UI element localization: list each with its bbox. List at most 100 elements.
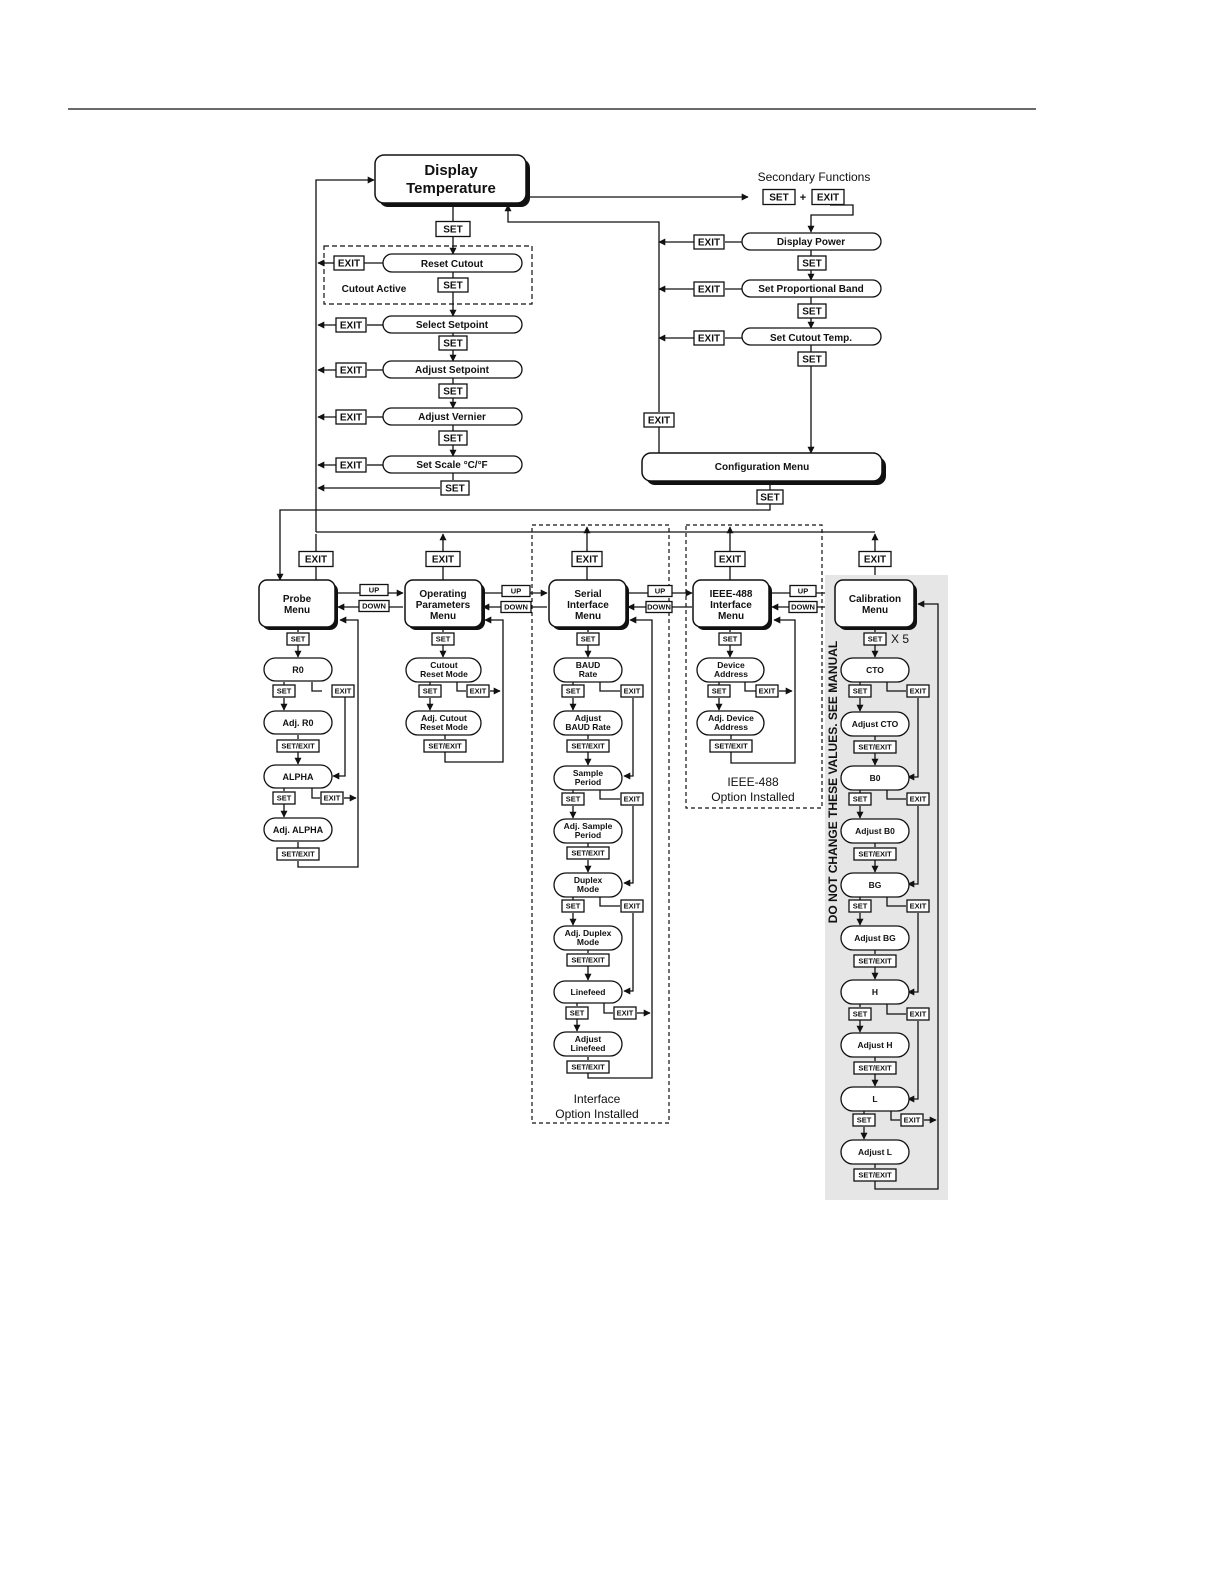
svg-text:SET: SET [570,1009,585,1018]
svg-text:BAUD Rate: BAUD Rate [565,722,611,732]
exit-key-label: EXIT [466,684,490,698]
set-key-label: SET [272,684,296,698]
svg-text:Probe: Probe [283,594,312,605]
left-chain: Reset Cutout Cutout Active Select Setpoi… [342,253,523,474]
svg-text:H: H [872,987,878,997]
svg-text:EXIT: EXIT [910,687,927,696]
svg-text:Period: Period [575,777,601,787]
set-key-label: SET [718,632,742,646]
set-key-label: SET [561,899,585,913]
svg-text:L: L [872,1094,877,1104]
svg-text:SET: SET [802,355,821,366]
exit-key-label: EXIT [620,684,644,698]
exit-key-label: EXIT [755,684,779,698]
right-chain: Secondary Functions + Display Power Set … [741,170,882,346]
svg-text:EXIT: EXIT [698,238,720,249]
svg-text:DOWN: DOWN [362,602,386,611]
svg-text:Adjust: Adjust [575,1034,602,1044]
exit-key-label: EXIT [335,457,367,473]
svg-text:Address: Address [714,722,748,732]
svg-text:Sample: Sample [573,768,604,778]
svg-text:Linefeed: Linefeed [571,1043,606,1053]
exit-key-label: EXIT [693,234,725,250]
svg-text:Adjust B0: Adjust B0 [855,826,895,836]
exit-key-label: EXIT [693,330,725,346]
svg-text:SET/EXIT: SET/EXIT [571,956,605,965]
svg-text:EXIT: EXIT [324,794,341,803]
svg-text:UP: UP [511,587,521,596]
times-five-label: X 5 [891,632,909,646]
cutout-dashed-group [323,245,533,305]
svg-text:Period: Period [575,830,601,840]
set-key-label: SET [272,791,296,805]
svg-text:SET/EXIT: SET/EXIT [428,742,462,751]
set-key-label: SET [418,684,442,698]
svg-text:Mode: Mode [577,937,599,947]
svg-text:DOWN: DOWN [647,603,671,612]
set-key-label: SET [561,792,585,806]
svg-text:UP: UP [798,587,808,596]
svg-text:Mode: Mode [577,884,599,894]
exit-key-label: EXIT [425,550,461,568]
display-temperature-box: Display Temperature [374,154,530,207]
svg-text:EXIT: EXIT [576,555,598,566]
exit-key-label: EXIT [643,412,675,428]
set-key-label: SET [848,684,872,698]
svg-text:EXIT: EXIT [698,285,720,296]
set-exit-key-label: SET/EXIT [853,954,897,968]
svg-text:SET/EXIT: SET/EXIT [714,742,748,751]
adjust-vernier-label: Adjust Vernier [418,412,486,423]
svg-text:Adjust H: Adjust H [858,1040,893,1050]
svg-text:SET: SET [712,687,727,696]
set-key-label: SET [576,632,600,646]
svg-text:Calibration: Calibration [849,594,901,605]
svg-text:Linefeed: Linefeed [571,987,606,997]
svg-text:SET: SET [443,281,462,292]
ieee-option-line2: Option Installed [711,790,794,804]
set-key-label: SET [435,220,471,238]
config-menu-label: Configuration Menu [715,462,809,473]
select-setpoint-label: Select Setpoint [416,320,489,331]
svg-text:EXIT: EXIT [340,321,362,332]
up-key-label: UP [501,584,531,598]
svg-text:Serial: Serial [574,589,601,600]
set-exit-key-label: SET/EXIT [276,739,320,753]
exit-key-label: EXIT [331,684,355,698]
set-exit-key-label: SET/EXIT [566,846,610,860]
exit-key-label: EXIT [335,317,367,333]
set-key-label: SET [438,430,468,446]
exit-key-label: EXIT [333,255,365,271]
configuration-menu-box: Configuration Menu [641,452,886,485]
svg-text:EXIT: EXIT [910,795,927,804]
set-exit-key-label: SET/EXIT [853,1061,897,1075]
svg-text:EXIT: EXIT [305,555,327,566]
svg-text:SET/EXIT: SET/EXIT [571,742,605,751]
svg-text:SET/EXIT: SET/EXIT [858,957,892,966]
serial-menu-box: Serial Interface Menu [548,579,629,630]
exit-key-label: EXIT [620,792,644,806]
svg-text:Menu: Menu [575,611,601,622]
svg-text:Adj. Sample: Adj. Sample [564,821,613,831]
svg-text:Adjust BG: Adjust BG [854,933,896,943]
svg-text:UP: UP [369,586,379,595]
svg-text:Rate: Rate [579,669,598,679]
set-key-label: SET [756,489,784,505]
exit-key-label: EXIT [571,550,603,568]
set-exit-key-label: SET/EXIT [276,847,320,861]
exit-key-label: EXIT [906,792,930,806]
set-cutout-temp-label: Set Cutout Temp. [770,333,852,344]
svg-text:IEEE-488: IEEE-488 [710,589,753,600]
exit-key-label: EXIT [335,362,367,378]
reset-cutout-label: Reset Cutout [421,259,484,270]
down-key-label: DOWN [645,600,673,614]
ieee-menu-box: IEEE-488 Interface Menu [692,579,772,630]
set-exit-key-label: SET/EXIT [853,847,897,861]
svg-text:Reset Mode: Reset Mode [420,669,468,679]
svg-text:Adj. Device: Adj. Device [708,713,754,723]
exit-key-label: EXIT [906,684,930,698]
svg-text:SET: SET [277,687,292,696]
svg-text:SET/EXIT: SET/EXIT [281,742,315,751]
svg-text:SET/EXIT: SET/EXIT [858,1171,892,1180]
exit-key-label: EXIT [858,550,892,568]
